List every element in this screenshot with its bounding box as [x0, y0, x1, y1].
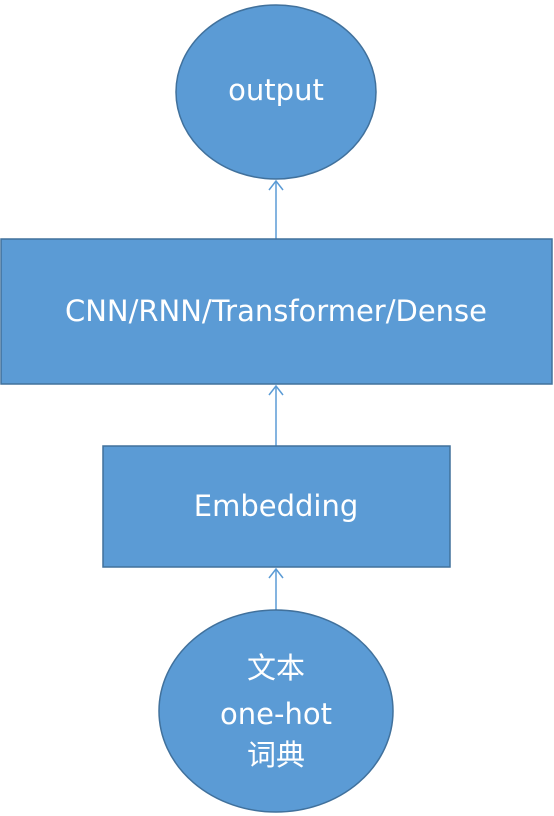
input-label-line-2: one-hot: [220, 697, 332, 731]
embedding-label: Embedding: [194, 489, 358, 523]
arrow-input-to-embedding: [268, 567, 284, 610]
input-node: 文本 one-hot 词典: [158, 609, 394, 813]
layers-node: CNN/RNN/Transformer/Dense: [0, 238, 553, 385]
output-node: output: [175, 4, 377, 180]
output-ellipse: [175, 4, 377, 180]
layers-label: CNN/RNN/Transformer/Dense: [65, 294, 487, 328]
arrowhead: [268, 384, 284, 396]
arrow-embedding-to-layers: [268, 384, 284, 446]
arrow-layers-to-output: [268, 179, 284, 239]
arrowhead: [268, 179, 284, 191]
embedding-node: Embedding: [102, 445, 451, 568]
arrowhead: [268, 567, 284, 579]
embedding-box: [102, 445, 451, 568]
output-label: output: [228, 73, 324, 107]
layers-box: [0, 238, 553, 385]
input-label-line-1: 文本: [247, 651, 305, 685]
input-ellipse: [158, 609, 394, 813]
input-label-line-3: 词典: [247, 738, 305, 772]
